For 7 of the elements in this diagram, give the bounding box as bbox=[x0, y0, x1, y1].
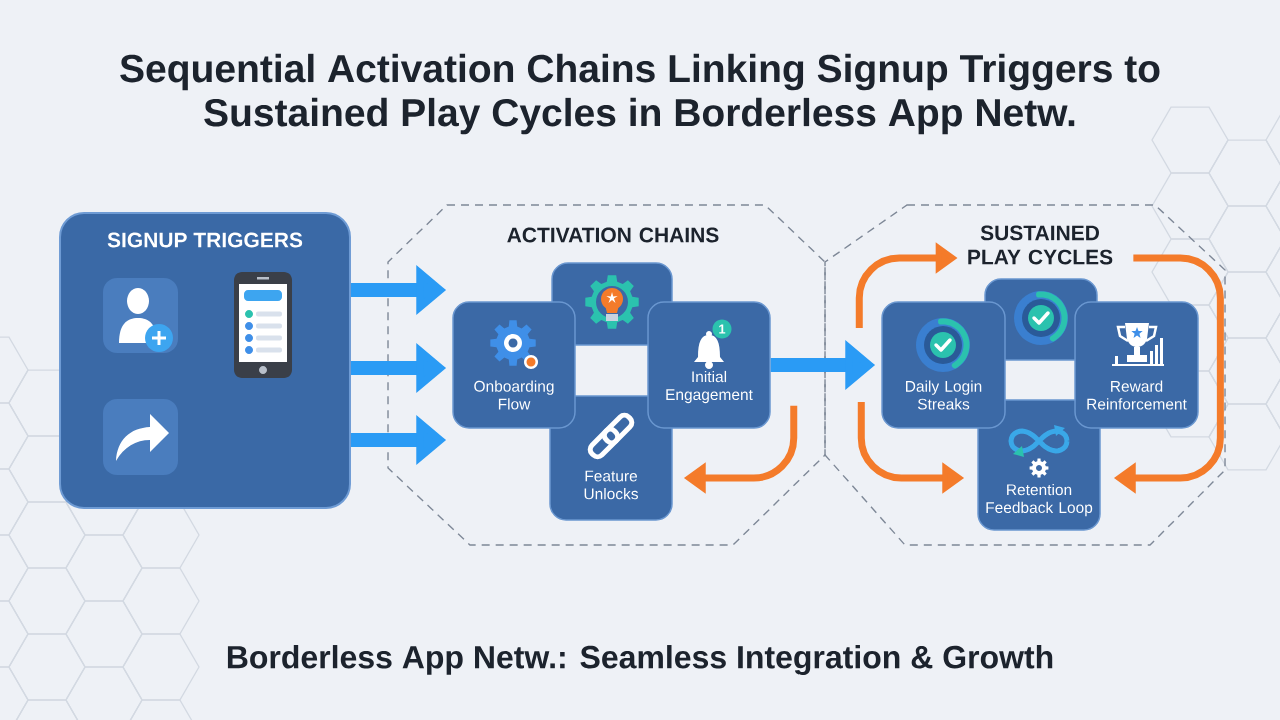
dashed-frame bbox=[824, 204, 1226, 546]
notification-badge: 1 bbox=[712, 319, 732, 339]
heading: SUSTAINED PLAY CYCLES bbox=[968, 225, 1113, 265]
process-box: Onboarding Flow bbox=[452, 301, 576, 429]
caption: Borderless App Netw.: Seamless Integration & Growth bbox=[227, 645, 1053, 675]
title: Sequential Activation Chains Linking Signup Triggers to Sustained Play Cycles in Borderless App Netw. bbox=[120, 53, 1160, 135]
process-box: Reward Reinforcement bbox=[1074, 301, 1199, 429]
